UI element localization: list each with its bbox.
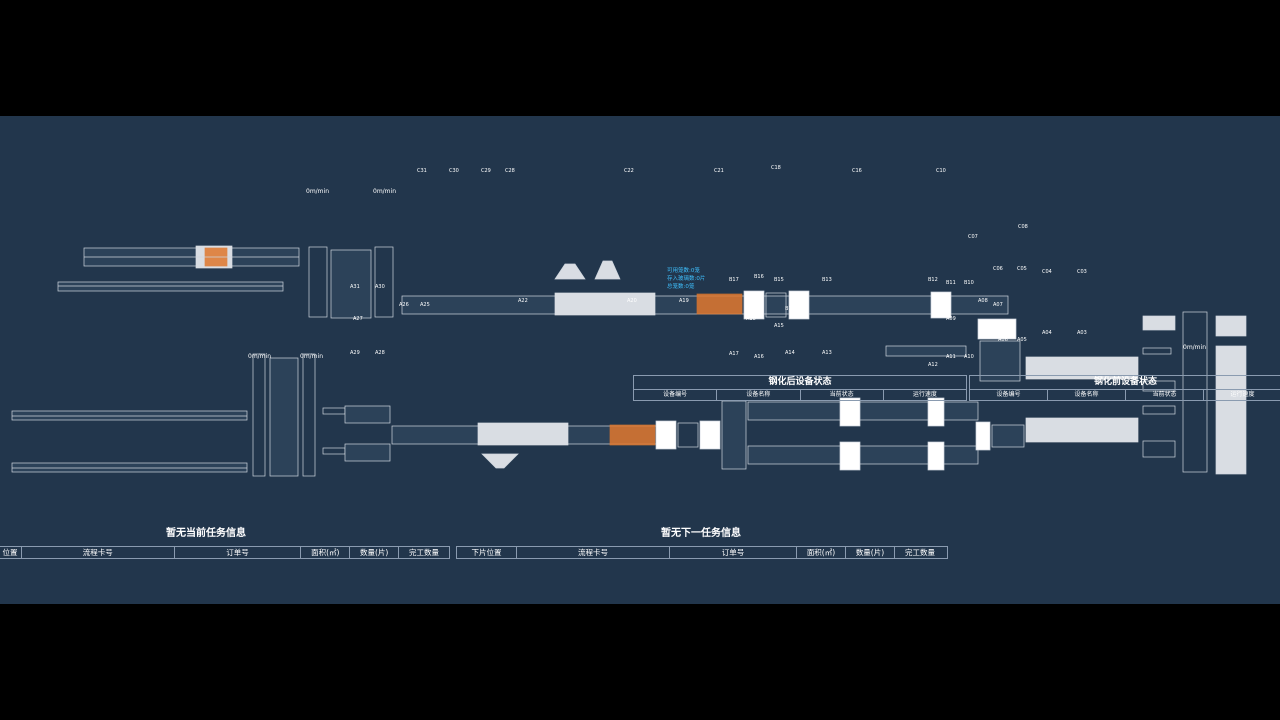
panel-title: 钢化后设备状态 <box>634 376 966 390</box>
panel-title: 钢化前设备状态 <box>970 376 1280 390</box>
device-label: C21 <box>714 168 724 174</box>
lifter-left <box>252 353 316 477</box>
device-label: B12 <box>928 277 938 283</box>
next-task-title: 暂无下一任务信息 <box>661 528 741 539</box>
column-header: 流程卡号 <box>516 547 669 558</box>
lifter-top <box>308 246 394 319</box>
device-label: A09 <box>946 316 956 322</box>
device-label: A06 <box>998 337 1008 343</box>
device-label: A12 <box>928 362 938 368</box>
device-label: A04 <box>1042 330 1052 336</box>
device-label: B16 <box>754 274 764 280</box>
column-header: 当前状态 <box>1125 390 1203 400</box>
panel-header: 设备编号 设备名称 当前状态 运行速度 <box>634 390 966 400</box>
device-label: C07 <box>968 234 978 240</box>
column-header: 完工数量 <box>398 547 449 558</box>
current-task-title: 暂无当前任务信息 <box>166 528 246 539</box>
device-label: B10 <box>964 280 974 286</box>
speed-label: 0m/min <box>306 188 329 195</box>
device-label: A05 <box>1017 337 1027 343</box>
column-header: 当前状态 <box>799 390 883 400</box>
device-label: A18 <box>746 316 756 322</box>
device-label: A29 <box>350 350 360 356</box>
line-c-lower <box>885 318 1139 382</box>
device-label: A13 <box>822 350 832 356</box>
storage-available-cages: 可用笼数:0笼 <box>667 268 700 274</box>
device-label: A28 <box>375 350 385 356</box>
panel-header: 设备编号 设备名称 当前状态 运行速度 <box>970 390 1280 400</box>
loading-line-top <box>57 245 300 292</box>
column-header: 订单号 <box>173 547 301 558</box>
device-label: A17 <box>729 351 739 357</box>
device-label: C08 <box>1018 224 1028 230</box>
production-line-diagram <box>11 245 1247 477</box>
device-label: B11 <box>946 280 956 286</box>
device-label: A26 <box>399 302 409 308</box>
storage-racks-right <box>1142 311 1247 475</box>
device-label: C16 <box>852 168 862 174</box>
device-label: C03 <box>1077 269 1087 275</box>
device-label: A16 <box>754 354 764 360</box>
column-header: 运行速度 <box>882 390 966 400</box>
device-label: C28 <box>505 168 515 174</box>
device-label: A10 <box>964 354 974 360</box>
device-label: C30 <box>449 168 459 174</box>
after-tempering-status-panel: 钢化后设备状态 设备编号 设备名称 当前状态 运行速度 <box>633 375 967 401</box>
device-label: C29 <box>481 168 491 174</box>
column-header: 面积(㎡) <box>796 547 845 558</box>
device-label: A19 <box>679 298 689 304</box>
storage-total-cages: 总笼数:0笼 <box>667 284 695 290</box>
column-header: 设备名称 <box>1047 390 1125 400</box>
column-header: 完工数量 <box>894 547 945 558</box>
device-label: A11 <box>946 354 956 360</box>
column-header: 设备名称 <box>716 390 799 400</box>
column-header: 设备编号 <box>663 391 688 398</box>
column-header: 下片位置 <box>471 548 502 557</box>
column-header: 流程卡号 <box>20 547 174 558</box>
device-label: A15 <box>774 323 784 329</box>
speed-label: 0m/min <box>300 353 323 360</box>
device-label: C04 <box>1042 269 1052 275</box>
device-label: A20 <box>627 298 637 304</box>
device-label: A31 <box>350 284 360 290</box>
device-label: A08 <box>978 298 988 304</box>
loading-lines-left <box>11 410 248 473</box>
app-screen: 0m/min 0m/min 0m/min 0m/min 0m/min C31 C… <box>0 116 1280 604</box>
speed-label: 0m/min <box>1183 344 1206 351</box>
device-label: B14 <box>785 306 795 312</box>
before-tempering-status-panel: 钢化前设备状态 设备编号 设备名称 当前状态 运行速度 <box>969 375 1280 401</box>
device-label: B15 <box>774 277 784 283</box>
device-label: A30 <box>375 284 385 290</box>
column-header: 订单号 <box>669 547 796 558</box>
device-label: C22 <box>624 168 634 174</box>
next-task-table-header: 下片位置 流程卡号 订单号 面积(㎡) 数量(片) 完工数量 <box>456 546 948 559</box>
device-label: C06 <box>993 266 1003 272</box>
device-label: B13 <box>822 277 832 283</box>
storage-glass-count: 存入玻璃数:0片 <box>667 276 706 282</box>
device-label: B17 <box>729 277 739 283</box>
line-b-section <box>721 397 1139 471</box>
column-header: 数量(片) <box>349 547 398 558</box>
line-c-conveyor <box>401 260 1009 320</box>
column-header: 数量(片) <box>845 547 894 558</box>
device-label: C05 <box>1017 266 1027 272</box>
speed-label: 0m/min <box>373 188 396 195</box>
column-header: 面积(㎡) <box>300 547 349 558</box>
line-a-conveyor <box>322 405 721 469</box>
device-label: A22 <box>518 298 528 304</box>
column-header: 位置 <box>2 548 18 557</box>
device-label: C10 <box>936 168 946 174</box>
device-label: C18 <box>771 165 781 171</box>
device-label: A25 <box>420 302 430 308</box>
storage-info: 可用笼数:0笼 存入玻璃数:0片 总笼数:0笼 <box>667 267 705 291</box>
device-label: A14 <box>785 350 795 356</box>
current-task-table-header: 位置 流程卡号 订单号 面积(㎡) 数量(片) 完工数量 <box>0 546 450 559</box>
device-label: A03 <box>1077 330 1087 336</box>
column-header: 运行速度 <box>1203 390 1280 400</box>
device-label: C31 <box>417 168 427 174</box>
column-header: 设备编号 <box>996 391 1021 398</box>
device-label: A27 <box>353 316 363 322</box>
speed-label: 0m/min <box>248 353 271 360</box>
device-label: A07 <box>993 302 1003 308</box>
